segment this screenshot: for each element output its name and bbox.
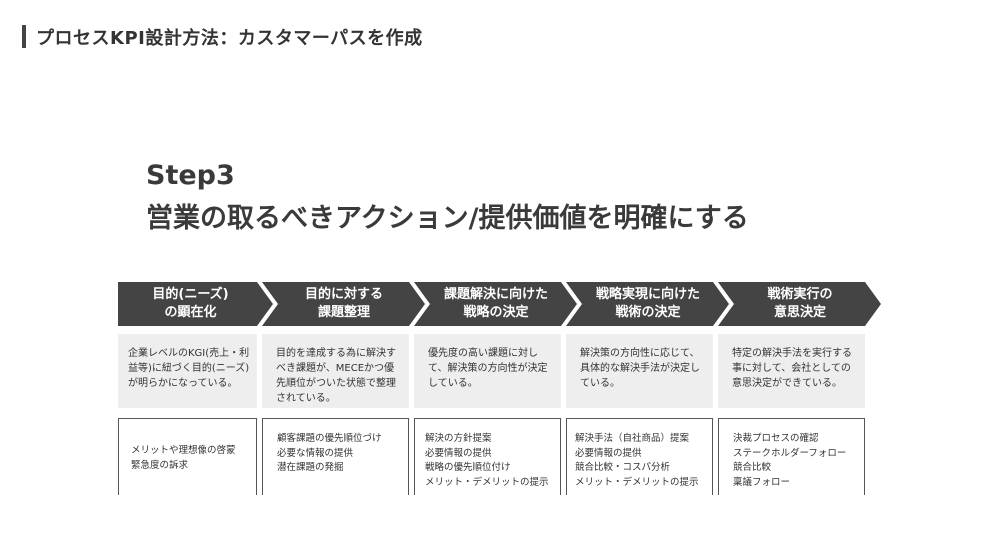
stage-3-action-item: 戦略の優先順位付け	[425, 462, 511, 473]
customer-path-flow: 目的(ニーズ) の顕在化 企業レベルのKGI(売上・利 益等)に紐づく目的(ニー…	[118, 282, 888, 502]
stage-4-action-item: 競合比較・コスパ分析	[575, 462, 671, 473]
stage-2-title: 目的に対する 課題整理	[278, 282, 410, 326]
stage-2-title-line2: 課題整理	[317, 305, 370, 320]
stage-2-desc-line: されている。	[276, 393, 336, 404]
step-heading-line1: Step3	[146, 160, 235, 191]
chevron-stage-5	[718, 282, 881, 326]
stage-1-title-line2: の顕在化	[164, 305, 217, 320]
stage-1-title: 目的(ニーズ) の顕在化	[118, 282, 263, 326]
stage-2-action-item: 必要な情報の提供	[277, 447, 354, 459]
stage-3-description: 優先度の高い課題に対し て、解決策の方向性が決定 している。	[414, 334, 561, 408]
stage-3-actions: 解決の方針提案 必要情報の提供 戦略の優先順位付け メリット・デメリットの提示	[414, 418, 561, 495]
stage-2-desc-line: べき課題が、MECEかつ優	[276, 363, 395, 374]
stage-4-title-line2: 戦術の決定	[615, 305, 681, 320]
stage-2-action-item: 顧客課題の優先順位づけ	[277, 433, 382, 444]
stage-1-desc-line: 益等)に紐づく目的(ニーズ)	[128, 363, 250, 374]
stage-5-action-item: 稟議フォロー	[733, 476, 791, 488]
step-heading: Step3 営業の取るべきアクション/提供価値を明確にする	[146, 154, 749, 240]
stage-4-desc-line: 解決策の方向性に応じて、	[580, 348, 700, 359]
stage-1-desc-line: 企業レベルのKGI(売上・利	[128, 348, 250, 359]
stage-3-desc-line: している。	[428, 378, 478, 389]
page-title: プロセスKPI設計方法：カスタマーパスを作成	[36, 28, 423, 49]
stage-5-desc-line: 意思決定ができている。	[732, 378, 842, 389]
stage-1-actions: メリットや理想像の啓蒙 緊急度の訴求	[118, 418, 257, 495]
stage-2-desc-line: 目的を達成する為に解決す	[276, 348, 396, 359]
stage-3-action-item: 必要情報の提供	[425, 447, 492, 459]
stage-1-desc-line: が明らかになっている。	[128, 378, 238, 389]
stage-5-desc-line: 事に対して、会社としての	[732, 363, 851, 374]
stage-4-action-item: 解決手法（自社商品）提案	[575, 433, 690, 444]
stage-5-title-line2: 意思決定	[773, 305, 826, 320]
stage-2-description: 目的を達成する為に解決す べき課題が、MECEかつ優 先順位がついた状態で整理 …	[262, 334, 409, 408]
chevron-row	[118, 282, 881, 326]
stage-5-title: 戦術実行の 意思決定	[734, 282, 866, 326]
stage-4-title-line1: 戦略実現に向けた	[595, 287, 700, 302]
stage-5-title-line1: 戦術実行の	[767, 287, 833, 302]
stage-5-desc-line: 特定の解決手法を実行する	[732, 348, 852, 359]
stage-4-desc-line: 具体的な解決手法が決定し	[580, 363, 700, 374]
stage-4-actions: 解決手法（自社商品）提案 必要情報の提供 競合比較・コスパ分析 メリット・デメリ…	[566, 418, 713, 495]
stage-3-action-item: 解決の方針提案	[425, 433, 492, 444]
stage-3-title: 課題解決に向けた 戦略の決定	[430, 282, 562, 326]
stage-1-action-item: 緊急度の訴求	[131, 459, 189, 471]
stage-3-action-item: メリット・デメリットの提示	[425, 476, 549, 488]
stage-5-action-item: ステークホルダーフォロー	[733, 447, 847, 459]
stage-5-description: 特定の解決手法を実行する 事に対して、会社としての 意思決定ができている。	[718, 334, 865, 408]
step-heading-line2: 営業の取るべきアクション/提供価値を明確にする	[146, 203, 749, 234]
chevron-stage-3	[414, 282, 577, 326]
stage-4-desc-line: ている。	[580, 378, 620, 389]
stage-4-title: 戦略実現に向けた 戦術の決定	[582, 282, 714, 326]
stage-1-title-line1: 目的(ニーズ)	[152, 287, 229, 302]
title-accent-bar	[22, 25, 26, 48]
stage-5-actions: 決裁プロセスの確認 ステークホルダーフォロー 競合比較 稟議フォロー	[718, 418, 865, 495]
stage-1-description: 企業レベルのKGI(売上・利 益等)に紐づく目的(ニーズ) が明らかになっている…	[118, 334, 257, 408]
stage-2-actions: 顧客課題の優先順位づけ 必要な情報の提供 潜在課題の発掘	[262, 418, 409, 495]
stage-4-description: 解決策の方向性に応じて、 具体的な解決手法が決定し ている。	[566, 334, 713, 408]
chevron-stage-2	[262, 282, 425, 326]
stage-4-action-item: メリット・デメリットの提示	[575, 476, 699, 488]
stage-5-action-item: 決裁プロセスの確認	[733, 433, 819, 444]
chevron-stage-4	[566, 282, 729, 326]
stage-5-action-item: 競合比較	[733, 462, 772, 473]
stage-4-action-item: 必要情報の提供	[575, 447, 642, 459]
chevron-stage-1	[118, 282, 273, 326]
stage-3-title-line1: 課題解決に向けた	[443, 287, 548, 302]
stage-2-title-line1: 目的に対する	[304, 287, 383, 302]
stage-2-action-item: 潜在課題の発掘	[277, 462, 344, 473]
stage-3-desc-line: 優先度の高い課題に対し	[428, 348, 538, 359]
stage-1-action-item: メリットや理想像の啓蒙	[131, 445, 236, 456]
stage-2-desc-line: 先順位がついた状態で整理	[276, 378, 396, 389]
stage-3-title-line2: 戦略の決定	[463, 305, 529, 320]
stage-3-desc-line: て、解決策の方向性が決定	[428, 363, 548, 374]
